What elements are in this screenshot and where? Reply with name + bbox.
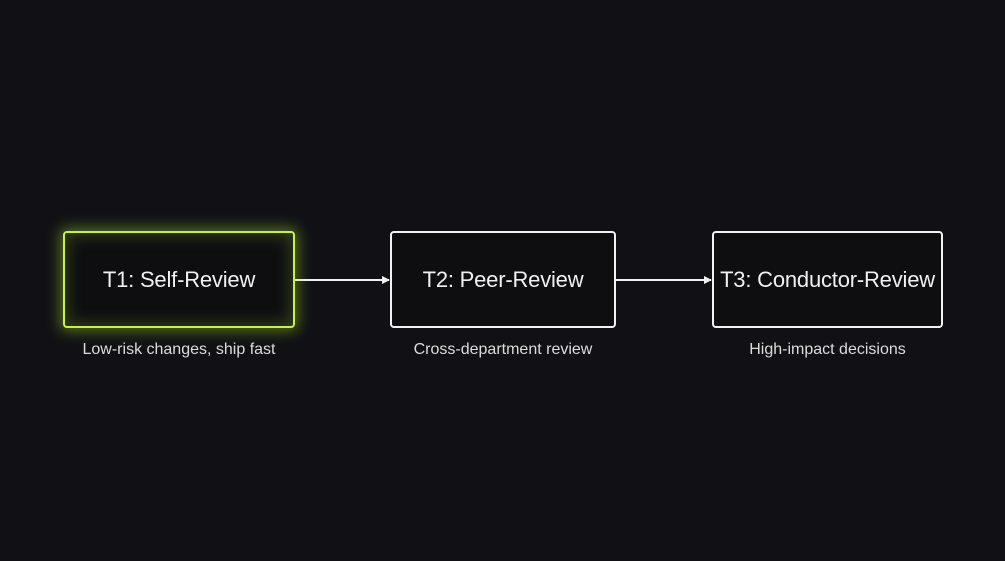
stage-caption: High-impact decisions (749, 341, 906, 358)
stage-t2-peer-review: T2: Peer-Review (390, 231, 616, 328)
stage-caption: Cross-department review (413, 341, 593, 358)
stage-label: T1: Self-Review (102, 266, 256, 292)
stage-label: T3: Conductor-Review (720, 266, 935, 292)
stage-caption: Low-risk changes, ship fast (82, 341, 276, 358)
stage-t1-self-review: T1: Self-Review (63, 231, 295, 328)
stage-label: T2: Peer-Review (422, 266, 584, 292)
stage-t3-conductor-review: T3: Conductor-Review (712, 231, 943, 328)
